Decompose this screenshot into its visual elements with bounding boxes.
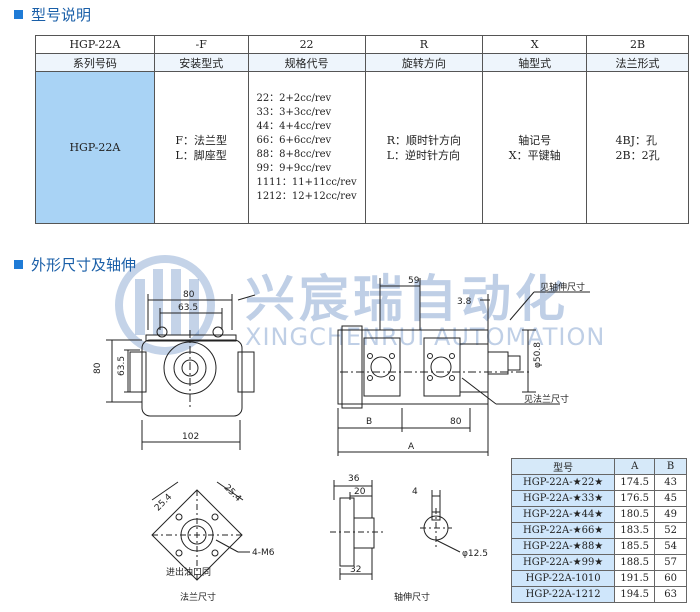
shaft-detail-end (420, 490, 461, 553)
rotation-cell: R：顺时针方向 L：逆时针方向 (364, 71, 484, 224)
front-view (106, 294, 256, 450)
mount-option: F：法兰型 (175, 133, 228, 147)
side-view (337, 278, 590, 456)
size-header-b: B (654, 458, 687, 475)
dim-shaft-20: 20 (354, 487, 366, 497)
spec-option: 99：9+9cc/rev (256, 162, 332, 174)
label-port-same: 进出油口同 (166, 566, 211, 578)
dim-side-b: B (366, 417, 372, 427)
header-cell: 系列号码 (35, 53, 155, 72)
spec-option: 44：4+4cc/rev (256, 120, 332, 132)
header-cell: 旋转方向 (364, 53, 484, 72)
dim-shaft-phi: φ12.5 (462, 549, 488, 559)
spec-option: 1111：11+11cc/rev (256, 176, 357, 188)
model-explanation-table: HGP-22A -F 22 R X 2B 系列号码 安装型式 规格代号 旋转方向… (35, 35, 689, 224)
section-title-dimensions: 外形尺寸及轴伸 (14, 254, 136, 274)
shaft-cell: 轴记号 X：平键轴 (482, 71, 588, 224)
code-cell: 2B (586, 35, 689, 54)
size-header-model: 型号 (510, 458, 616, 475)
flange-option: 2B：2孔 (615, 148, 660, 162)
dim-side-59: 59 (408, 276, 420, 286)
dim-side-80: 80 (450, 417, 462, 427)
caption-flange: 法兰尺寸 (180, 591, 216, 603)
code-cell: -F (153, 35, 249, 54)
mount-cell: F：法兰型 L：脚座型 (153, 71, 249, 224)
dim-front-80: 80 (183, 290, 195, 300)
section-title-model: 型号说明 (14, 4, 91, 24)
shaft-detail-side (330, 480, 384, 580)
label-flange-size: 见法兰尺寸 (524, 393, 569, 405)
dim-shaft-32: 32 (350, 565, 361, 575)
rotation-option: R：顺时针方向 (386, 133, 462, 147)
dim-flange-bolt: 4-M6 (252, 548, 275, 558)
dim-front-left-80: 80 (93, 362, 103, 374)
dim-shaft-4: 4 (412, 487, 418, 497)
flange-detail (151, 481, 250, 581)
spec-cell: 22：2+2cc/rev 33：3+3cc/rev 44：4+4cc/rev 6… (247, 71, 366, 224)
size-header-a: A (614, 458, 656, 475)
label-shaft-size: 见轴伸尺寸 (540, 281, 585, 293)
rotation-option: L：逆时针方向 (386, 148, 461, 162)
dim-side-3-8: 3.8 (457, 297, 472, 307)
code-cell: R (364, 35, 484, 54)
shaft-option: 轴记号 (518, 133, 552, 147)
spec-option: 22：2+2cc/rev (256, 92, 332, 104)
spec-option: 88：8+8cc/rev (256, 148, 332, 160)
dim-front-left-63-5: 63.5 (117, 356, 127, 376)
dim-flange-25-4-a: 25.4 (153, 492, 174, 513)
dim-shaft-36: 36 (348, 474, 360, 484)
dim-side-phi: φ50.8 (533, 342, 543, 368)
spec-option: 66：6+6cc/rev (256, 134, 332, 146)
square-bullet-icon (14, 259, 23, 269)
caption-shaft: 轴伸尺寸 (394, 591, 430, 603)
dim-front-102: 102 (182, 432, 199, 442)
spec-option: 1212：12+12cc/rev (256, 190, 357, 202)
flange-option: 4BJ：孔 (615, 133, 658, 147)
code-cell: 22 (247, 35, 366, 54)
mount-option: L：脚座型 (175, 148, 227, 162)
flange-cell: 4BJ：孔 2B：2孔 (586, 71, 689, 224)
spec-option: 33：3+3cc/rev (256, 106, 332, 118)
square-bullet-icon (14, 9, 23, 19)
series-cell: HGP-22A (35, 71, 155, 224)
shaft-option: X：平键轴 (508, 148, 561, 162)
dim-front-63-5: 63.5 (178, 303, 198, 313)
code-cell: X (482, 35, 588, 54)
dim-side-a: A (408, 442, 415, 452)
dim-flange-25-4-b: 25.4 (222, 483, 243, 504)
header-cell: 规格代号 (247, 53, 366, 72)
